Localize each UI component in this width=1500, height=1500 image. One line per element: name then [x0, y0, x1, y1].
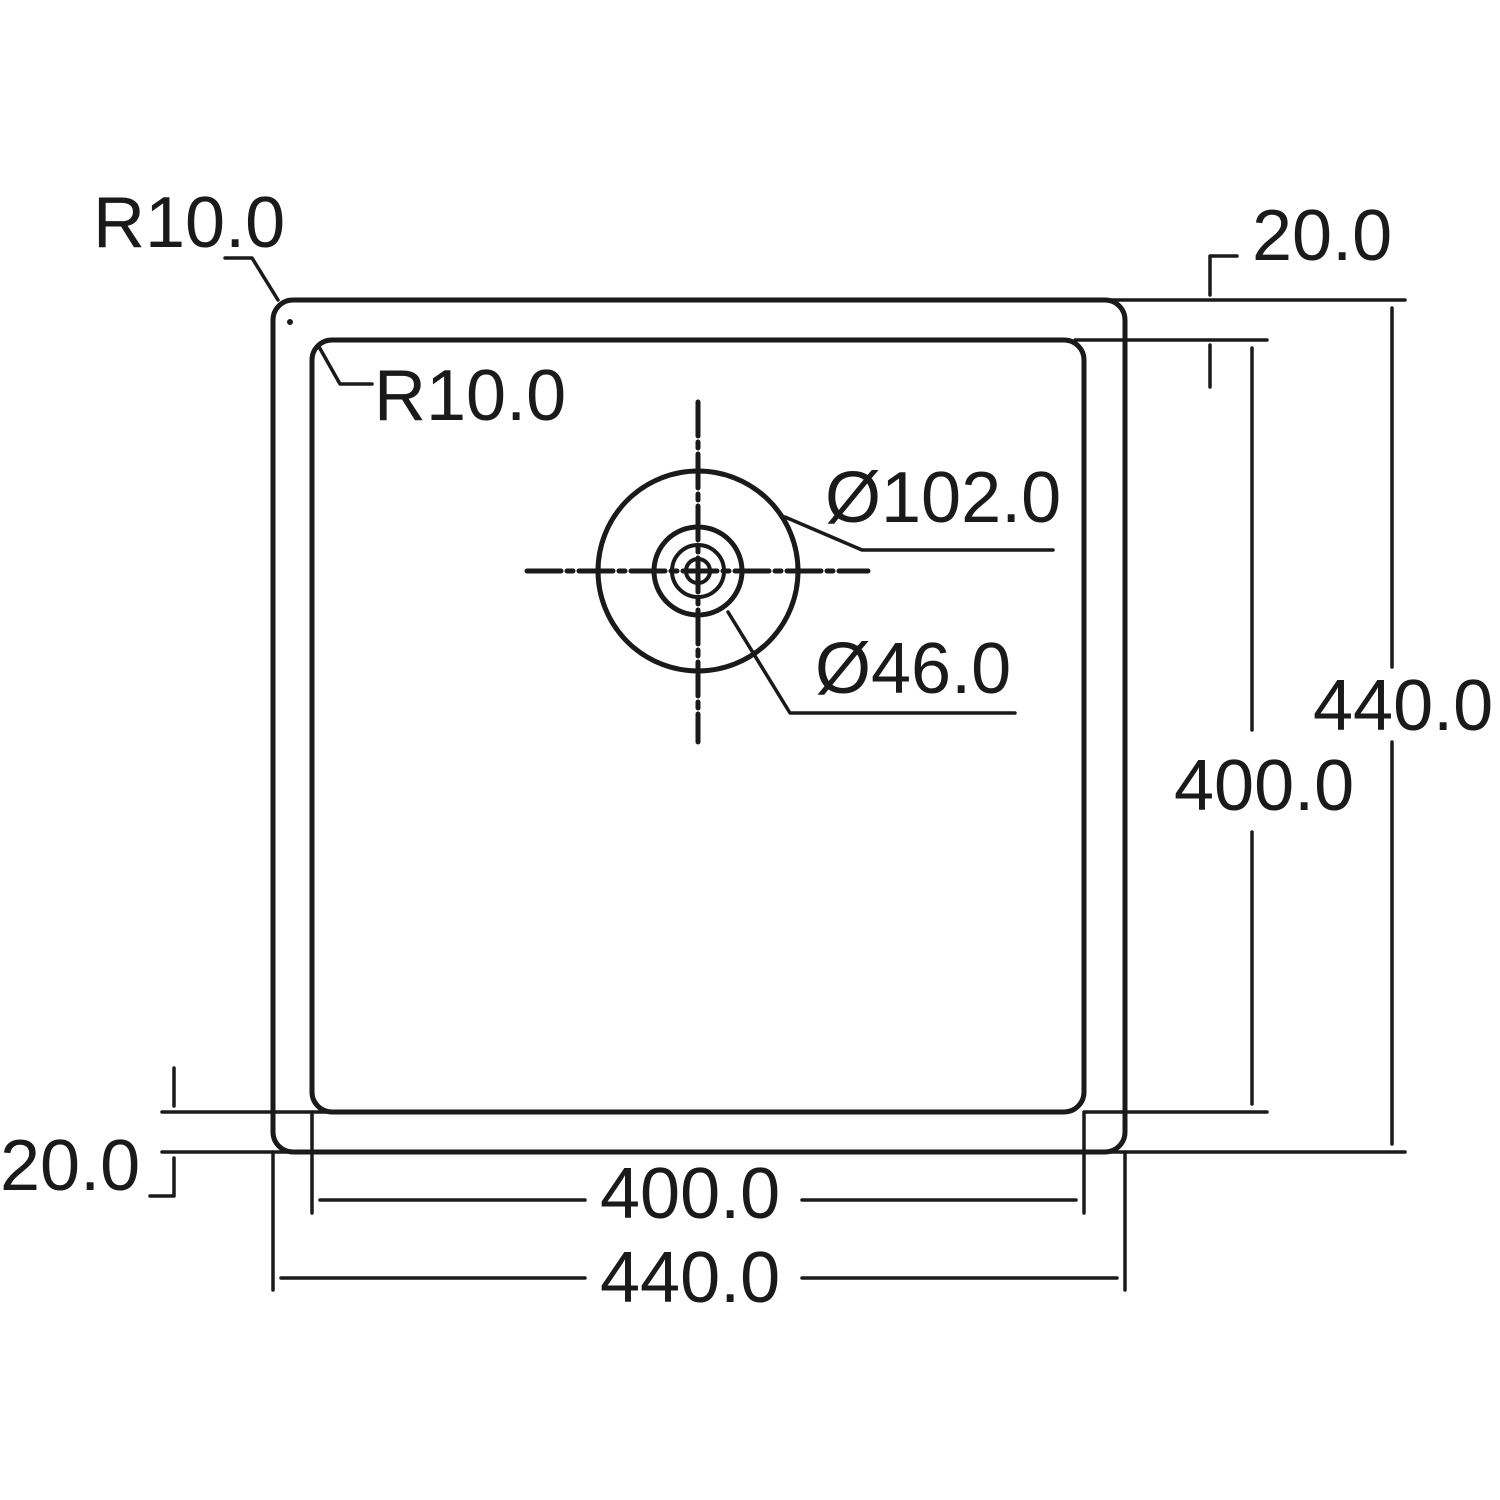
corner-dot — [287, 319, 293, 325]
inner-corner-radius-label: R10.0 — [374, 356, 566, 436]
center-crosshair — [524, 399, 871, 745]
outer-diameter-leader — [783, 515, 1055, 552]
inner-diameter-label: Ø46.0 — [815, 629, 1011, 709]
inner-width-label: 400.0 — [600, 1154, 780, 1234]
outer-diameter-label: Ø102.0 — [825, 458, 1061, 538]
inner-radius-leader — [316, 343, 374, 386]
inner-height-label: 400.0 — [1174, 746, 1354, 826]
bottom-rim-width-label: 20.0 — [0, 1126, 140, 1206]
right-rim-width-label: 20.0 — [1252, 196, 1392, 276]
right-rim-marker-top — [1208, 254, 1239, 297]
bottom-rim-marker-bottom — [148, 1156, 176, 1198]
inner-diameter-leader — [726, 610, 1017, 715]
inner-bowl-outline — [309, 337, 1087, 1115]
outer-height-label: 440.0 — [1313, 666, 1493, 746]
outer-radius-leader — [223, 256, 280, 302]
outer-sink-outline — [270, 297, 1128, 1155]
outer-width-label: 440.0 — [600, 1238, 780, 1318]
outer-corner-radius-label: R10.0 — [93, 183, 285, 263]
